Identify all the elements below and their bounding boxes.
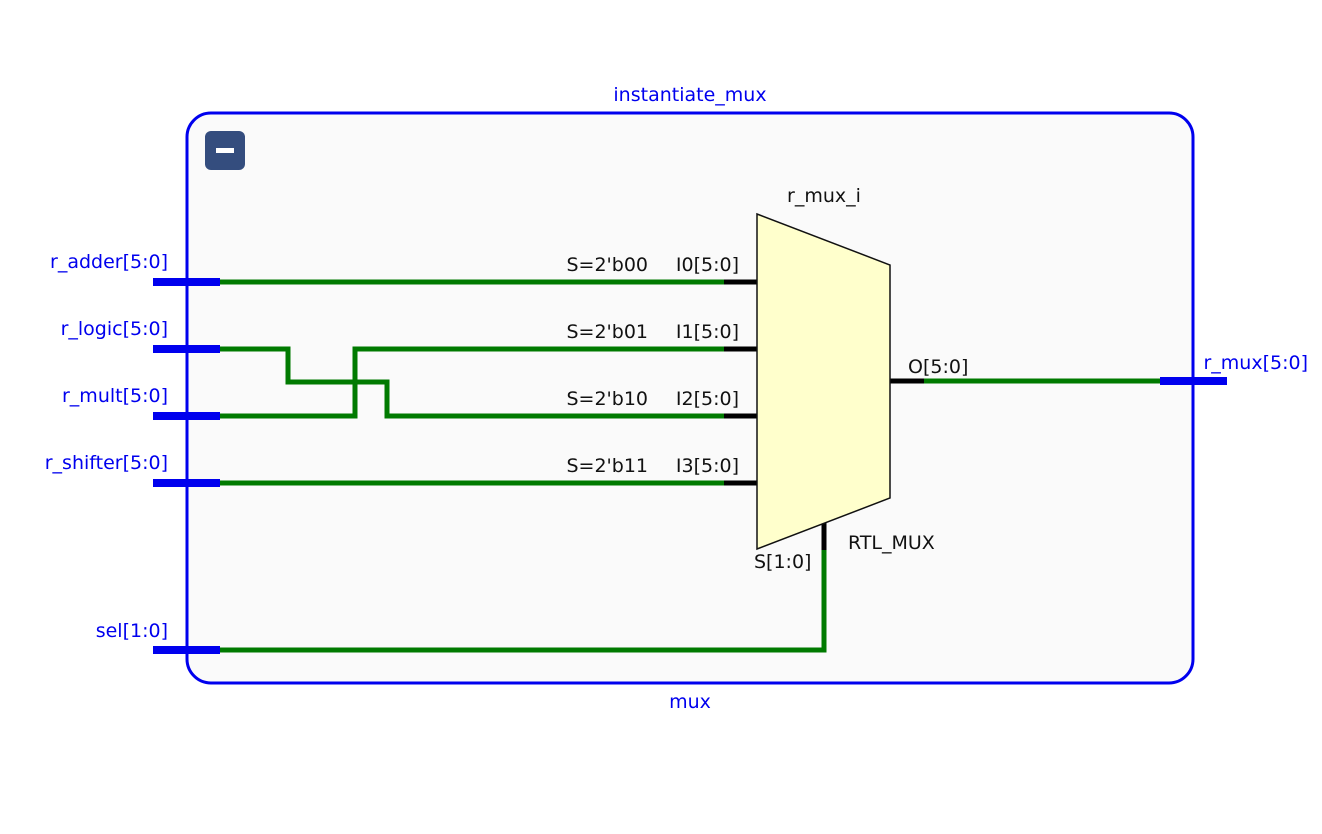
- wire-sel[interactable]: [220, 550, 827, 653]
- module-boundary[interactable]: [185, 111, 1195, 685]
- port-label-r-mult: r_mult[5:0]: [62, 385, 168, 407]
- wire-r-mult[interactable]: [220, 346, 724, 419]
- select-label-0: S=2'b00: [566, 254, 648, 276]
- pin-label-i1: I1[5:0]: [676, 321, 739, 343]
- wires: [220, 279, 1160, 653]
- input-ports: [153, 278, 220, 654]
- port-label-r-mux: r_mux[5:0]: [1203, 352, 1308, 374]
- select-label-1: S=2'b01: [566, 321, 648, 343]
- port-label-r-logic: r_logic[5:0]: [61, 318, 168, 340]
- pin-label-i0: I0[5:0]: [676, 254, 739, 276]
- wire-r-logic[interactable]: [220, 346, 724, 419]
- pin-stubs: [724, 279, 924, 550]
- module-header-label: instantiate_mux: [613, 84, 766, 106]
- pin-label-s: S[1:0]: [754, 551, 811, 573]
- port-label-r-shifter: r_shifter[5:0]: [45, 452, 168, 474]
- pin-label-i2: I2[5:0]: [676, 388, 739, 410]
- select-label-2: S=2'b10: [566, 388, 648, 410]
- port-label-sel: sel[1:0]: [96, 620, 168, 642]
- cell-type-label: RTL_MUX: [848, 532, 935, 554]
- select-label-3: S=2'b11: [566, 455, 648, 477]
- cell-instance-label: r_mux_i: [787, 185, 861, 207]
- mux-cell[interactable]: [756, 212, 891, 551]
- minus-icon: [216, 148, 234, 153]
- pin-label-i3: I3[5:0]: [676, 455, 739, 477]
- port-label-r-adder: r_adder[5:0]: [50, 251, 168, 273]
- module-footer-label: mux: [669, 691, 711, 713]
- pin-label-o: O[5:0]: [908, 356, 968, 378]
- collapse-button[interactable]: [205, 131, 245, 170]
